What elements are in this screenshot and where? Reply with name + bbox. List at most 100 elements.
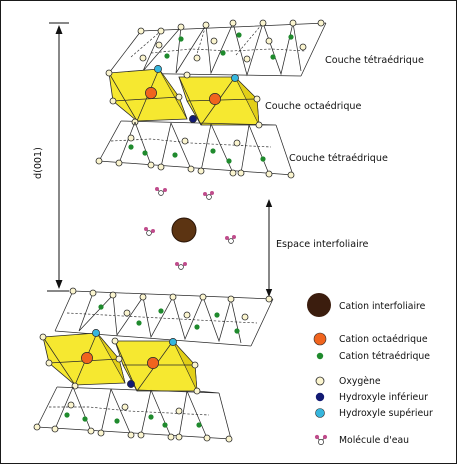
oxygen-atom — [115, 159, 123, 167]
upper-hydroxyl — [231, 74, 239, 82]
lower-top-tetrahedral-layer — [54, 287, 274, 347]
oxygen-atom — [175, 433, 183, 441]
oxygen-atom — [115, 355, 123, 363]
oxygen-atom — [155, 41, 163, 49]
oxygen-atom — [39, 333, 47, 341]
oxygen-atom — [229, 19, 237, 27]
oxygen-atom — [237, 169, 245, 177]
legend: Cation interfoliaire Cation octaédrique … — [307, 293, 433, 446]
tetrahedral-cation — [236, 32, 242, 38]
oxygen-atom — [51, 425, 59, 433]
oxygen-atom — [127, 134, 135, 142]
svg-text:Cation interfoliaire: Cation interfoliaire — [339, 301, 426, 312]
oxygen-atom — [169, 293, 177, 301]
tetrahedral-cation — [270, 54, 276, 60]
oxygen-atom — [111, 337, 119, 345]
tetrahedral-cation — [82, 416, 88, 422]
oxygen-atom — [243, 55, 251, 63]
upper-lower-tetrahedral-layer — [95, 120, 295, 179]
lower-octahedral-layer — [39, 329, 220, 395]
legend-item-upper-hydroxyl: Hydroxyle supérieur — [315, 408, 433, 419]
tetrahedral-cation — [148, 414, 154, 420]
tetrahedral-cation — [234, 328, 240, 334]
tetrahedral-cation — [260, 156, 266, 162]
water-molecule-icon — [314, 434, 328, 445]
interlayer-dimension: Espace interfoliaire — [265, 199, 368, 297]
legend-item-interlayer-cation: Cation interfoliaire — [307, 293, 426, 317]
oxygen-atom — [137, 431, 145, 439]
oxygen-atom — [203, 434, 211, 442]
octahedral-cation — [81, 352, 93, 364]
oxygen-atom — [265, 37, 273, 45]
interlayer-cation-icon — [307, 293, 331, 317]
oxygen-atom — [139, 293, 147, 301]
svg-text:Hydroxyle supérieur: Hydroxyle supérieur — [339, 408, 433, 419]
tetrahedral-cation — [214, 312, 220, 318]
tetrahedral-cation — [162, 422, 168, 428]
oxygen-atom — [255, 121, 263, 129]
oxygen-atom — [45, 359, 53, 367]
oxygen-atom — [137, 27, 145, 35]
oxygen-atom — [87, 427, 95, 435]
oxygen-atom — [229, 169, 237, 177]
oxygen-atom — [147, 161, 155, 169]
oxygen-atom — [210, 37, 218, 45]
oxygen-atom — [109, 291, 117, 299]
d001-label: d(001) — [33, 147, 44, 179]
oxygen-atom — [225, 435, 233, 443]
tetrahedral-cation-icon — [316, 352, 324, 360]
lower-hydroxyl-icon — [315, 392, 325, 402]
oxygen-atom — [33, 423, 41, 431]
oxygen-atom — [175, 93, 183, 101]
tetrahedral-cation — [210, 148, 216, 154]
lower-hydroxyl — [127, 380, 135, 388]
tetrahedral-cation — [114, 418, 120, 424]
oxygen-atom — [181, 137, 189, 145]
oxygen-atom — [197, 167, 205, 175]
oxygen-atom — [193, 54, 201, 62]
oxygen-atom — [241, 313, 249, 321]
water-molecule — [175, 262, 187, 270]
oxygen-atom — [97, 429, 105, 437]
tetrahedral-cation — [136, 320, 142, 326]
oxygen-atom — [317, 19, 325, 27]
oxygen-atom — [157, 163, 165, 171]
tetrahedral-cation — [172, 152, 178, 158]
oxygen-atom — [299, 43, 307, 51]
oxygen-atom — [175, 407, 183, 415]
legend-item-tetrahedral-cation: Cation tétraédrique — [316, 351, 430, 362]
interlayer-label: Espace interfoliaire — [276, 239, 368, 250]
oxygen-atom — [121, 403, 129, 411]
tetrahedral-layer-label-top: Couche tétraédrique — [325, 54, 424, 66]
oxygen-atom — [183, 71, 191, 79]
legend-item-lower-hydroxyl: Hydroxyle inférieur — [315, 392, 428, 403]
svg-text:Hydroxyle inférieur: Hydroxyle inférieur — [339, 392, 428, 403]
oxygen-atom — [253, 95, 261, 103]
oxygen-atom — [109, 97, 117, 105]
upper-tetrahedral-layer — [108, 19, 327, 77]
svg-text:Cation tétraédrique: Cation tétraédrique — [339, 351, 430, 362]
tetrahedral-cation — [194, 324, 200, 330]
oxygen-atom — [193, 387, 201, 395]
octahedral-cation — [209, 93, 221, 105]
oxygen-icon — [315, 376, 325, 386]
upper-sheet — [95, 19, 327, 179]
oxygen-atom — [202, 21, 210, 29]
tetrahedral-cation — [164, 53, 170, 59]
tetrahedral-cation — [98, 304, 104, 310]
oxygen-atom — [187, 165, 195, 173]
tetrahedral-cation — [196, 422, 202, 428]
tetrahedral-cation — [158, 308, 164, 314]
water-molecule — [144, 227, 155, 236]
water-molecule — [155, 187, 167, 196]
oxygen-atom — [89, 289, 97, 297]
upper-hydroxyl — [154, 65, 162, 73]
oxygen-atom — [69, 287, 77, 295]
oxygen-atom — [157, 27, 165, 35]
oxygen-atom — [167, 433, 175, 441]
tetrahedral-cation — [128, 144, 134, 150]
oxygen-atom — [183, 311, 191, 319]
interlayer-space — [144, 187, 236, 270]
